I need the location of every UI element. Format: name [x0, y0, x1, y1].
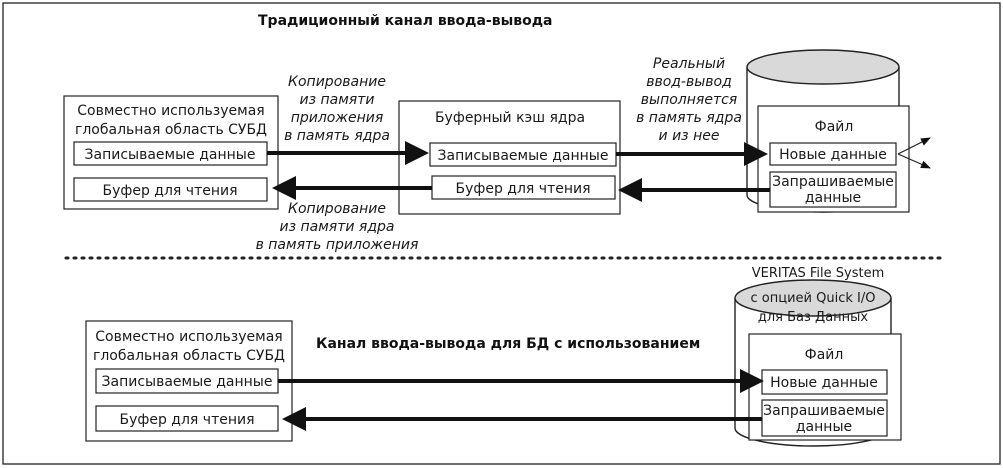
bottom-sga-box: Совместно используемая глобальная област… — [85, 320, 293, 442]
bottom-sga-read-box — [95, 405, 279, 432]
bottom-requested-line1: Запрашиваемые — [763, 403, 885, 419]
top-sga-read-label: Буфер для чтения — [102, 183, 237, 199]
top-out-arrow-down — [897, 153, 931, 169]
real-io-line3: выполняется — [641, 92, 737, 108]
copy-to-app-line3: в память приложения — [256, 237, 419, 253]
copy-to-kernel-line2: из памяти — [300, 92, 375, 108]
copy-to-kernel-line3: приложения — [291, 110, 384, 126]
copy-to-kernel-label: Копирование из памяти приложения в памят… — [284, 74, 390, 144]
top-requested-line1: Запрашиваемые — [772, 174, 894, 190]
top-new-data-label: Новые данные — [779, 147, 887, 163]
copy-to-kernel-line4: в память ядра — [284, 128, 390, 144]
real-io-label: Реальный ввод-вывод выполняется в память… — [636, 56, 742, 144]
top-sga-write-label: Записываемые данные — [85, 147, 256, 163]
top-file-label: Файл — [815, 119, 854, 135]
bottom-sga-write-label: Записываемые данные — [102, 374, 273, 390]
copy-to-kernel-line1: Копирование — [288, 74, 386, 90]
bottom-sga-title-line2: глобальная область СУБД — [93, 348, 285, 364]
top-new-data-box — [769, 142, 897, 166]
fs-label-line2: с опцией Quick I/O — [751, 291, 876, 306]
top-requested-line2: данные — [805, 190, 861, 206]
top-title: Традиционный канал ввода-вывода — [258, 13, 552, 29]
top-requested-box — [769, 171, 897, 208]
copy-to-app-line2: из памяти ядра — [280, 219, 395, 235]
copy-to-app-line1: Копирование — [288, 201, 386, 217]
bottom-new-data-box — [761, 369, 888, 395]
top-sga-box: Совместно используемая глобальная област… — [63, 95, 279, 210]
kernel-write-label: Записываемые данные — [438, 148, 609, 164]
bottom-sga-title-line1: Совместно используемая — [95, 329, 282, 345]
bottom-disk-cap — [734, 279, 892, 317]
top-disk-cap — [746, 49, 900, 85]
real-io-line1: Реальный — [653, 56, 725, 72]
bottom-sga-read-label: Буфер для чтения — [119, 412, 254, 428]
top-sga-read-box — [73, 177, 268, 202]
copy-to-app-label: Копирование из памяти ядра в память прил… — [256, 201, 419, 253]
bottom-title: Канал ввода-вывода для БД с использовани… — [316, 336, 700, 352]
kernel-cache-box: Буферный кэш ядра Записываемые данные Бу… — [398, 100, 621, 215]
fs-label: VERITAS File System — [752, 266, 885, 281]
kernel-read-label: Буфер для чтения — [455, 181, 590, 197]
top-out-arrow-up — [897, 137, 931, 155]
bottom-requested-line2: данные — [796, 419, 852, 435]
fs-label-line1: VERITAS File System — [752, 266, 885, 281]
real-io-line5: и из нее — [659, 128, 720, 144]
bottom-file-label: Файл — [805, 347, 844, 363]
top-sga-title-line2: глобальная область СУБД — [75, 122, 267, 138]
bottom-new-data-label: Новые данные — [770, 375, 878, 391]
top-sga-title-line1: Совместно используемая — [77, 103, 264, 119]
real-io-line2: ввод-вывод — [646, 74, 732, 90]
kernel-cache-title: Буферный кэш ядра — [435, 110, 585, 126]
bottom-disk-cylinder: с опцией Quick I/O для Баз Данных Файл Н… — [734, 279, 902, 447]
real-io-line4: в память ядра — [636, 110, 742, 126]
bottom-requested-box — [761, 399, 888, 437]
fs-label-line3: для Баз Данных — [758, 310, 869, 325]
top-disk-cylinder: Файл Новые данные Запрашиваемые данные — [746, 49, 931, 213]
